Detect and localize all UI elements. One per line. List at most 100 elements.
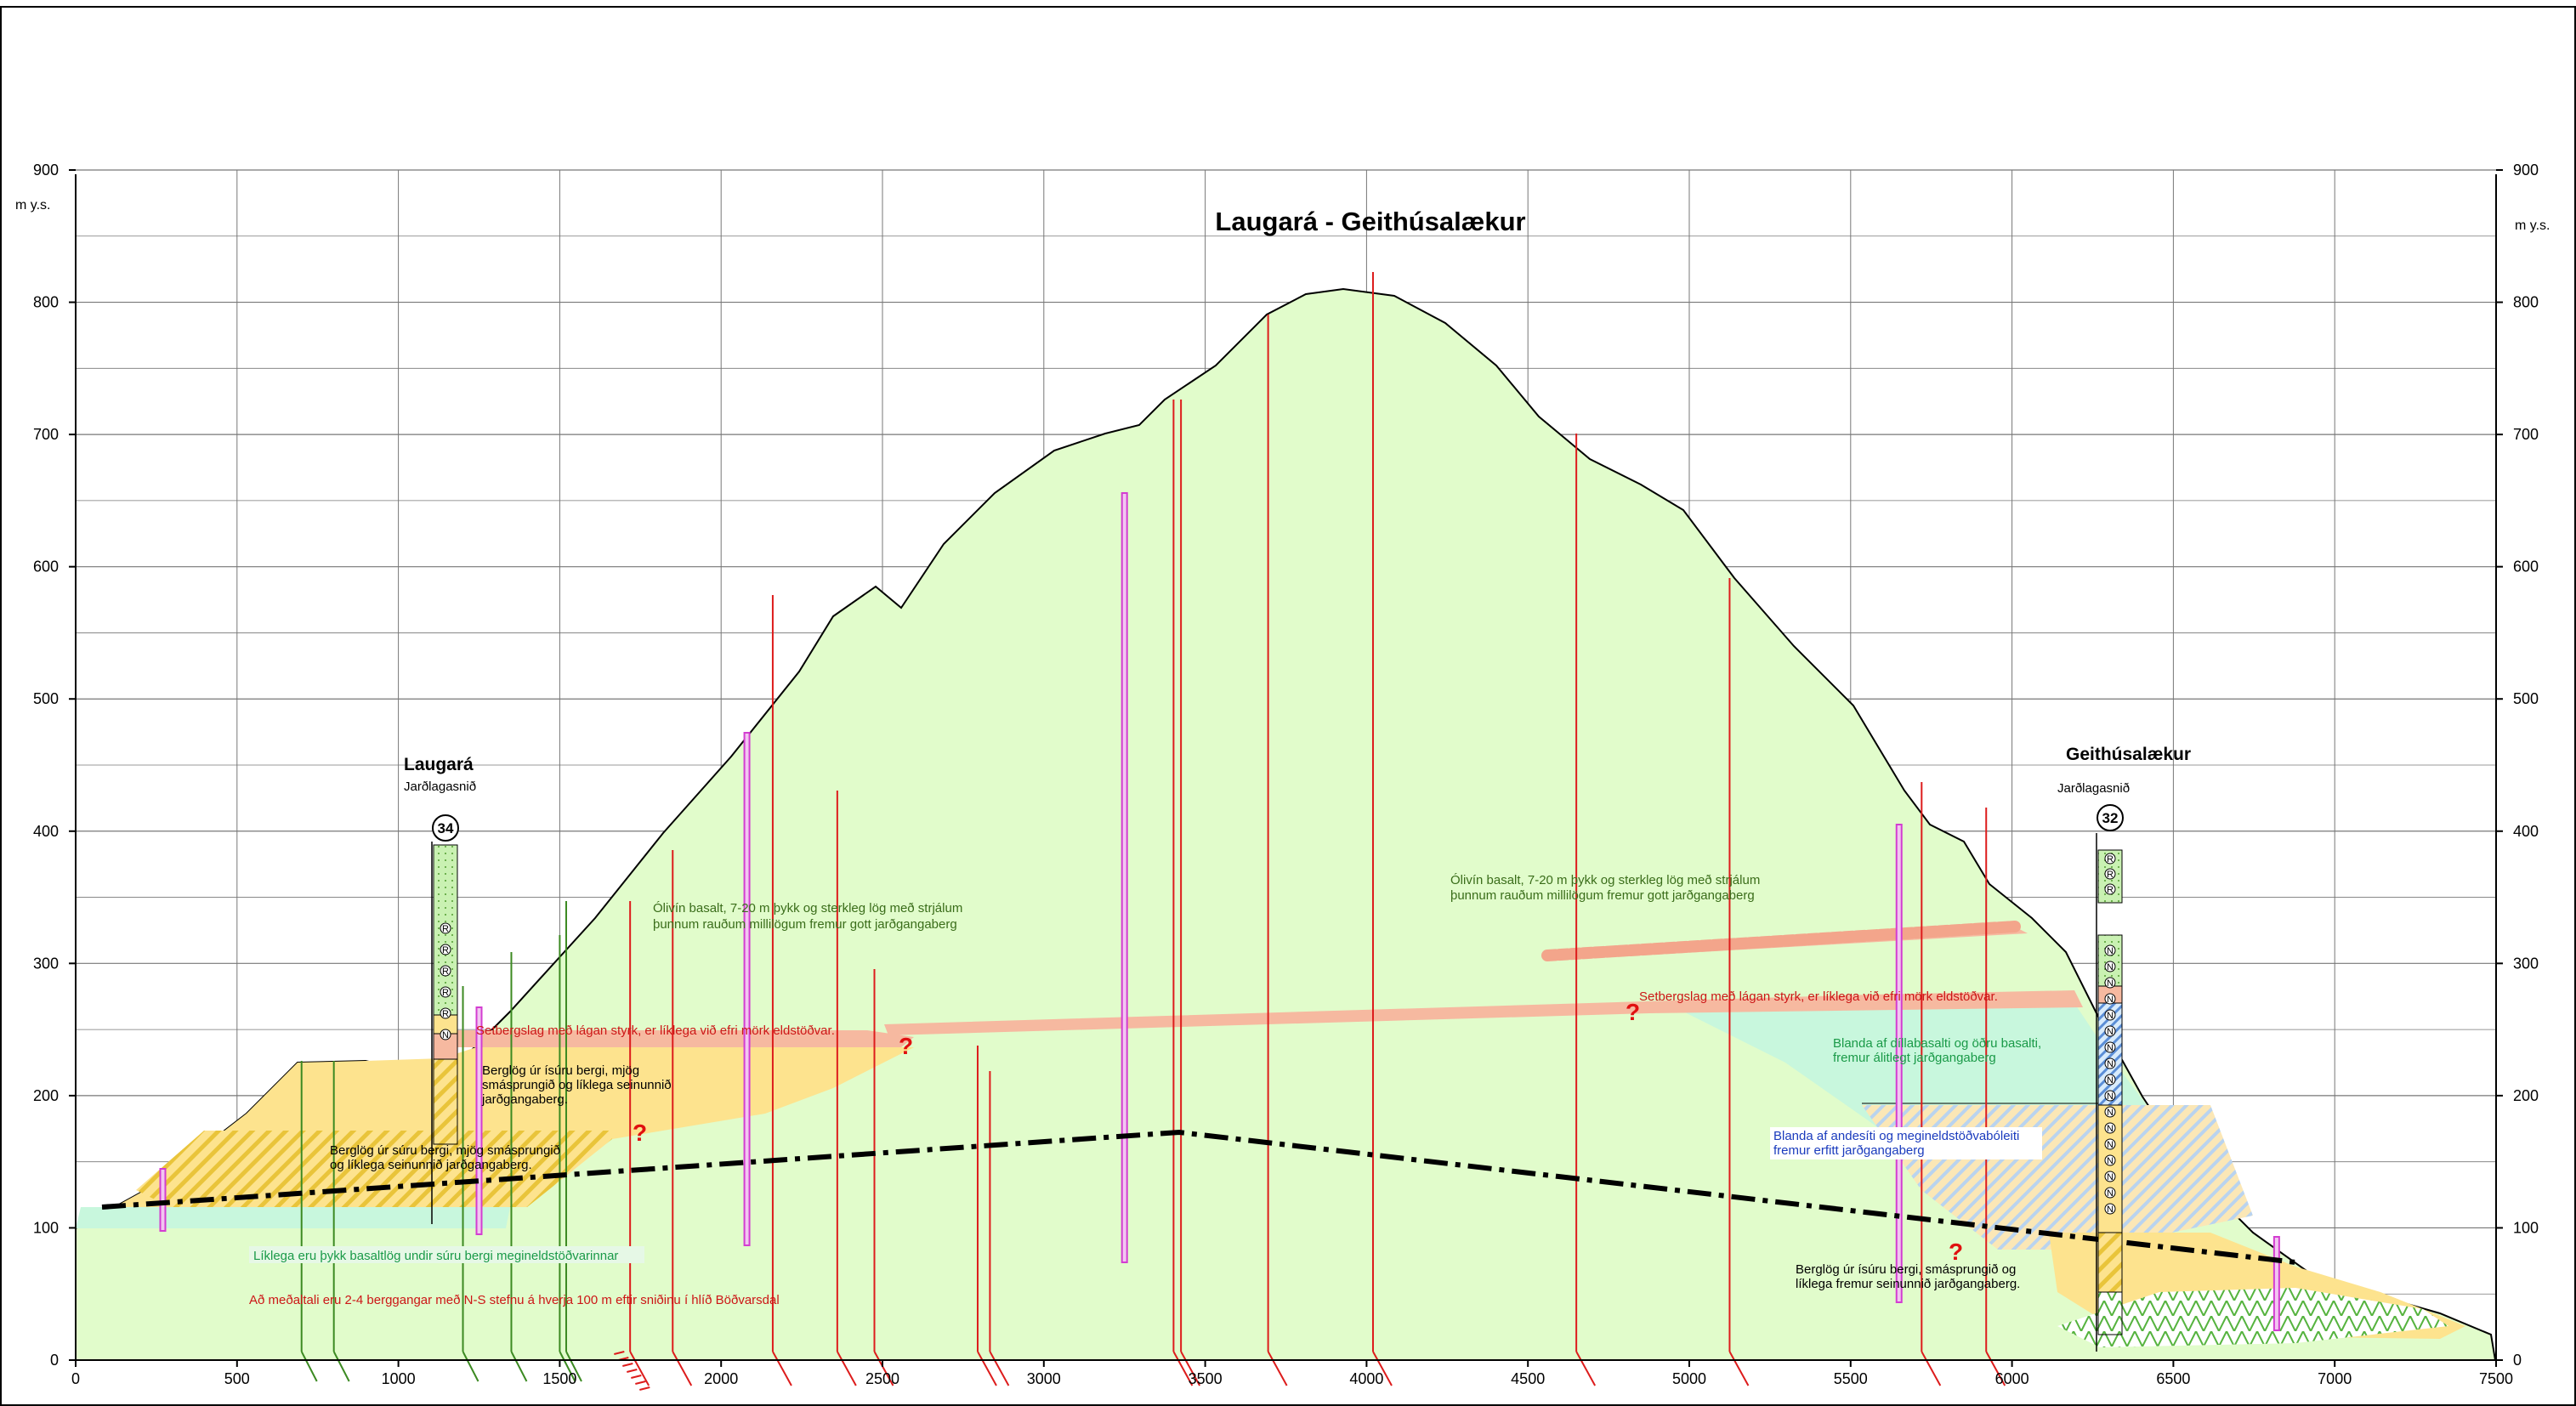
log-symbol: N bbox=[2107, 1124, 2114, 1134]
note-acidic-right: Berglög úr ísúru bergi, smásprungið og l… bbox=[1796, 1262, 2020, 1291]
mint-left-area bbox=[76, 1207, 510, 1228]
log-symbol-circle bbox=[2104, 1090, 2116, 1102]
dyke-tail bbox=[1172, 1351, 1194, 1386]
y-tick-label-right: 200 bbox=[2513, 1087, 2539, 1104]
magenta-marker bbox=[159, 1168, 167, 1232]
unit-label-right: m y.s. bbox=[2515, 218, 2550, 233]
geology-layers bbox=[75, 287, 2497, 1361]
log-symbol-circle bbox=[2104, 1106, 2116, 1118]
y-tick-label-right: 900 bbox=[2513, 162, 2539, 179]
note-basalt-bg bbox=[249, 1246, 644, 1263]
sediment-band-right bbox=[884, 990, 2083, 1035]
dyke-tail bbox=[772, 1351, 792, 1386]
unit-label-left: m y.s. bbox=[15, 198, 50, 213]
log-symbol: N bbox=[2107, 1172, 2114, 1182]
y-tick-label-left: 400 bbox=[33, 823, 59, 840]
green-hatched-right-area bbox=[2057, 1288, 2448, 1347]
dyke-lines bbox=[614, 272, 2006, 1391]
borehole-tail bbox=[462, 1351, 479, 1382]
log-symbol: N bbox=[2107, 978, 2114, 989]
x-tick-label: 1000 bbox=[382, 1370, 416, 1387]
log-symbol-circle bbox=[2104, 944, 2116, 956]
x-tick-label: 1500 bbox=[542, 1370, 576, 1387]
dyke-tail bbox=[1728, 1351, 1750, 1386]
log-symbol: R bbox=[2107, 885, 2114, 895]
question-mark-2: ? bbox=[633, 1120, 647, 1146]
log-symbol: N bbox=[2107, 1059, 2114, 1069]
dyke-hatch bbox=[627, 1369, 638, 1373]
log-number-circle-left bbox=[432, 814, 459, 842]
borehole-tail bbox=[565, 1351, 582, 1382]
dyke-tail bbox=[1921, 1351, 1942, 1386]
log-symbol-circle bbox=[2104, 993, 2116, 1005]
log-column-right: Geithúsalækur Jarðlagasnið 32 RRRNNNNNNN… bbox=[2057, 745, 2191, 1352]
y-tick-label-left: 0 bbox=[50, 1352, 59, 1369]
y-tick-label-right: 800 bbox=[2513, 294, 2539, 311]
log-symbol-circle bbox=[2104, 1057, 2116, 1069]
note-andesite-mix: Blanda af andesíti og megineldstöðvabóle… bbox=[1773, 1129, 2023, 1158]
question-mark-3: ? bbox=[1626, 999, 1640, 1025]
note-acidic-left-lower: Berglög úr súru bergi, mjög smásprungið … bbox=[330, 1143, 564, 1172]
log-symbol: N bbox=[442, 1030, 449, 1040]
tunnel-line bbox=[101, 1129, 2296, 1265]
note-andesite-bg bbox=[1770, 1127, 2042, 1159]
y-tick-label-left: 500 bbox=[33, 690, 59, 707]
log-symbol-circle bbox=[440, 1029, 451, 1040]
x-tick-label: 6500 bbox=[2156, 1370, 2190, 1387]
y-tick-label-right: 700 bbox=[2513, 426, 2539, 443]
y-tick-label-right: 0 bbox=[2513, 1352, 2522, 1369]
log-symbol: R bbox=[442, 945, 449, 955]
annotations: Ólivín basalt, 7-20 m þykk og sterkleg l… bbox=[249, 873, 2042, 1307]
log-symbol-circle bbox=[2104, 1203, 2116, 1215]
x-tick-label: 2000 bbox=[704, 1370, 738, 1387]
log-symbol: R bbox=[442, 1009, 449, 1019]
log-number-right: 32 bbox=[2102, 810, 2119, 826]
axes bbox=[75, 174, 2497, 1361]
x-tick-label: 7000 bbox=[2318, 1370, 2352, 1387]
log-symbol-circle bbox=[2104, 883, 2116, 895]
log-symbol-circle bbox=[2104, 961, 2116, 972]
log-symbol: N bbox=[2107, 995, 2114, 1005]
magenta-marker bbox=[743, 732, 751, 1246]
dyke-hatch bbox=[639, 1386, 650, 1391]
magenta-marker bbox=[1121, 492, 1128, 1263]
outer-frame bbox=[0, 6, 2576, 1406]
note-dykes: Að meðaltali eru 2-4 berggangar með N-S … bbox=[249, 1293, 780, 1307]
note-basalt-layers: Líklega eru þykk basaltlög undir súru be… bbox=[253, 1249, 618, 1263]
dyke-hatch bbox=[631, 1375, 642, 1379]
borehole-tail bbox=[300, 1351, 318, 1382]
x-tick-label: 4000 bbox=[1349, 1370, 1383, 1387]
log-symbol: N bbox=[2107, 962, 2114, 972]
chart-title: Laugará - Geithúsalækur bbox=[1215, 207, 1525, 236]
question-mark-4: ? bbox=[1949, 1239, 1963, 1265]
log-symbol-circle bbox=[2104, 1009, 2116, 1021]
x-tick-label: 5000 bbox=[1672, 1370, 1706, 1387]
dyke-tail bbox=[672, 1351, 693, 1386]
log-symbol: N bbox=[2107, 1043, 2114, 1053]
dyke-tail bbox=[873, 1351, 894, 1386]
log-symbol: R bbox=[442, 924, 449, 934]
log-symbol: R bbox=[2107, 870, 2114, 880]
note-sediment-left: Setbergslag með lágan styrk, er líklega … bbox=[476, 1023, 835, 1038]
log-symbol-circle bbox=[2104, 868, 2116, 880]
log-symbol-circle bbox=[440, 986, 451, 998]
borehole-lines bbox=[300, 901, 582, 1382]
y-tick-label-left: 900 bbox=[33, 162, 59, 179]
y-tick-label-right: 100 bbox=[2513, 1219, 2539, 1236]
y-tick-label-left: 600 bbox=[33, 558, 59, 575]
x-tick-label: 500 bbox=[224, 1370, 250, 1387]
y-tick-label-left: 700 bbox=[33, 426, 59, 443]
log-symbol-circle bbox=[2104, 1122, 2116, 1134]
x-tick-label: 2500 bbox=[865, 1370, 899, 1387]
x-tick-label: 3000 bbox=[1027, 1370, 1061, 1387]
log-symbol: N bbox=[2107, 1108, 2114, 1118]
x-tick-label: 7500 bbox=[2479, 1370, 2513, 1387]
y-tick-label-right: 600 bbox=[2513, 558, 2539, 575]
log-symbol: N bbox=[2107, 1075, 2114, 1086]
